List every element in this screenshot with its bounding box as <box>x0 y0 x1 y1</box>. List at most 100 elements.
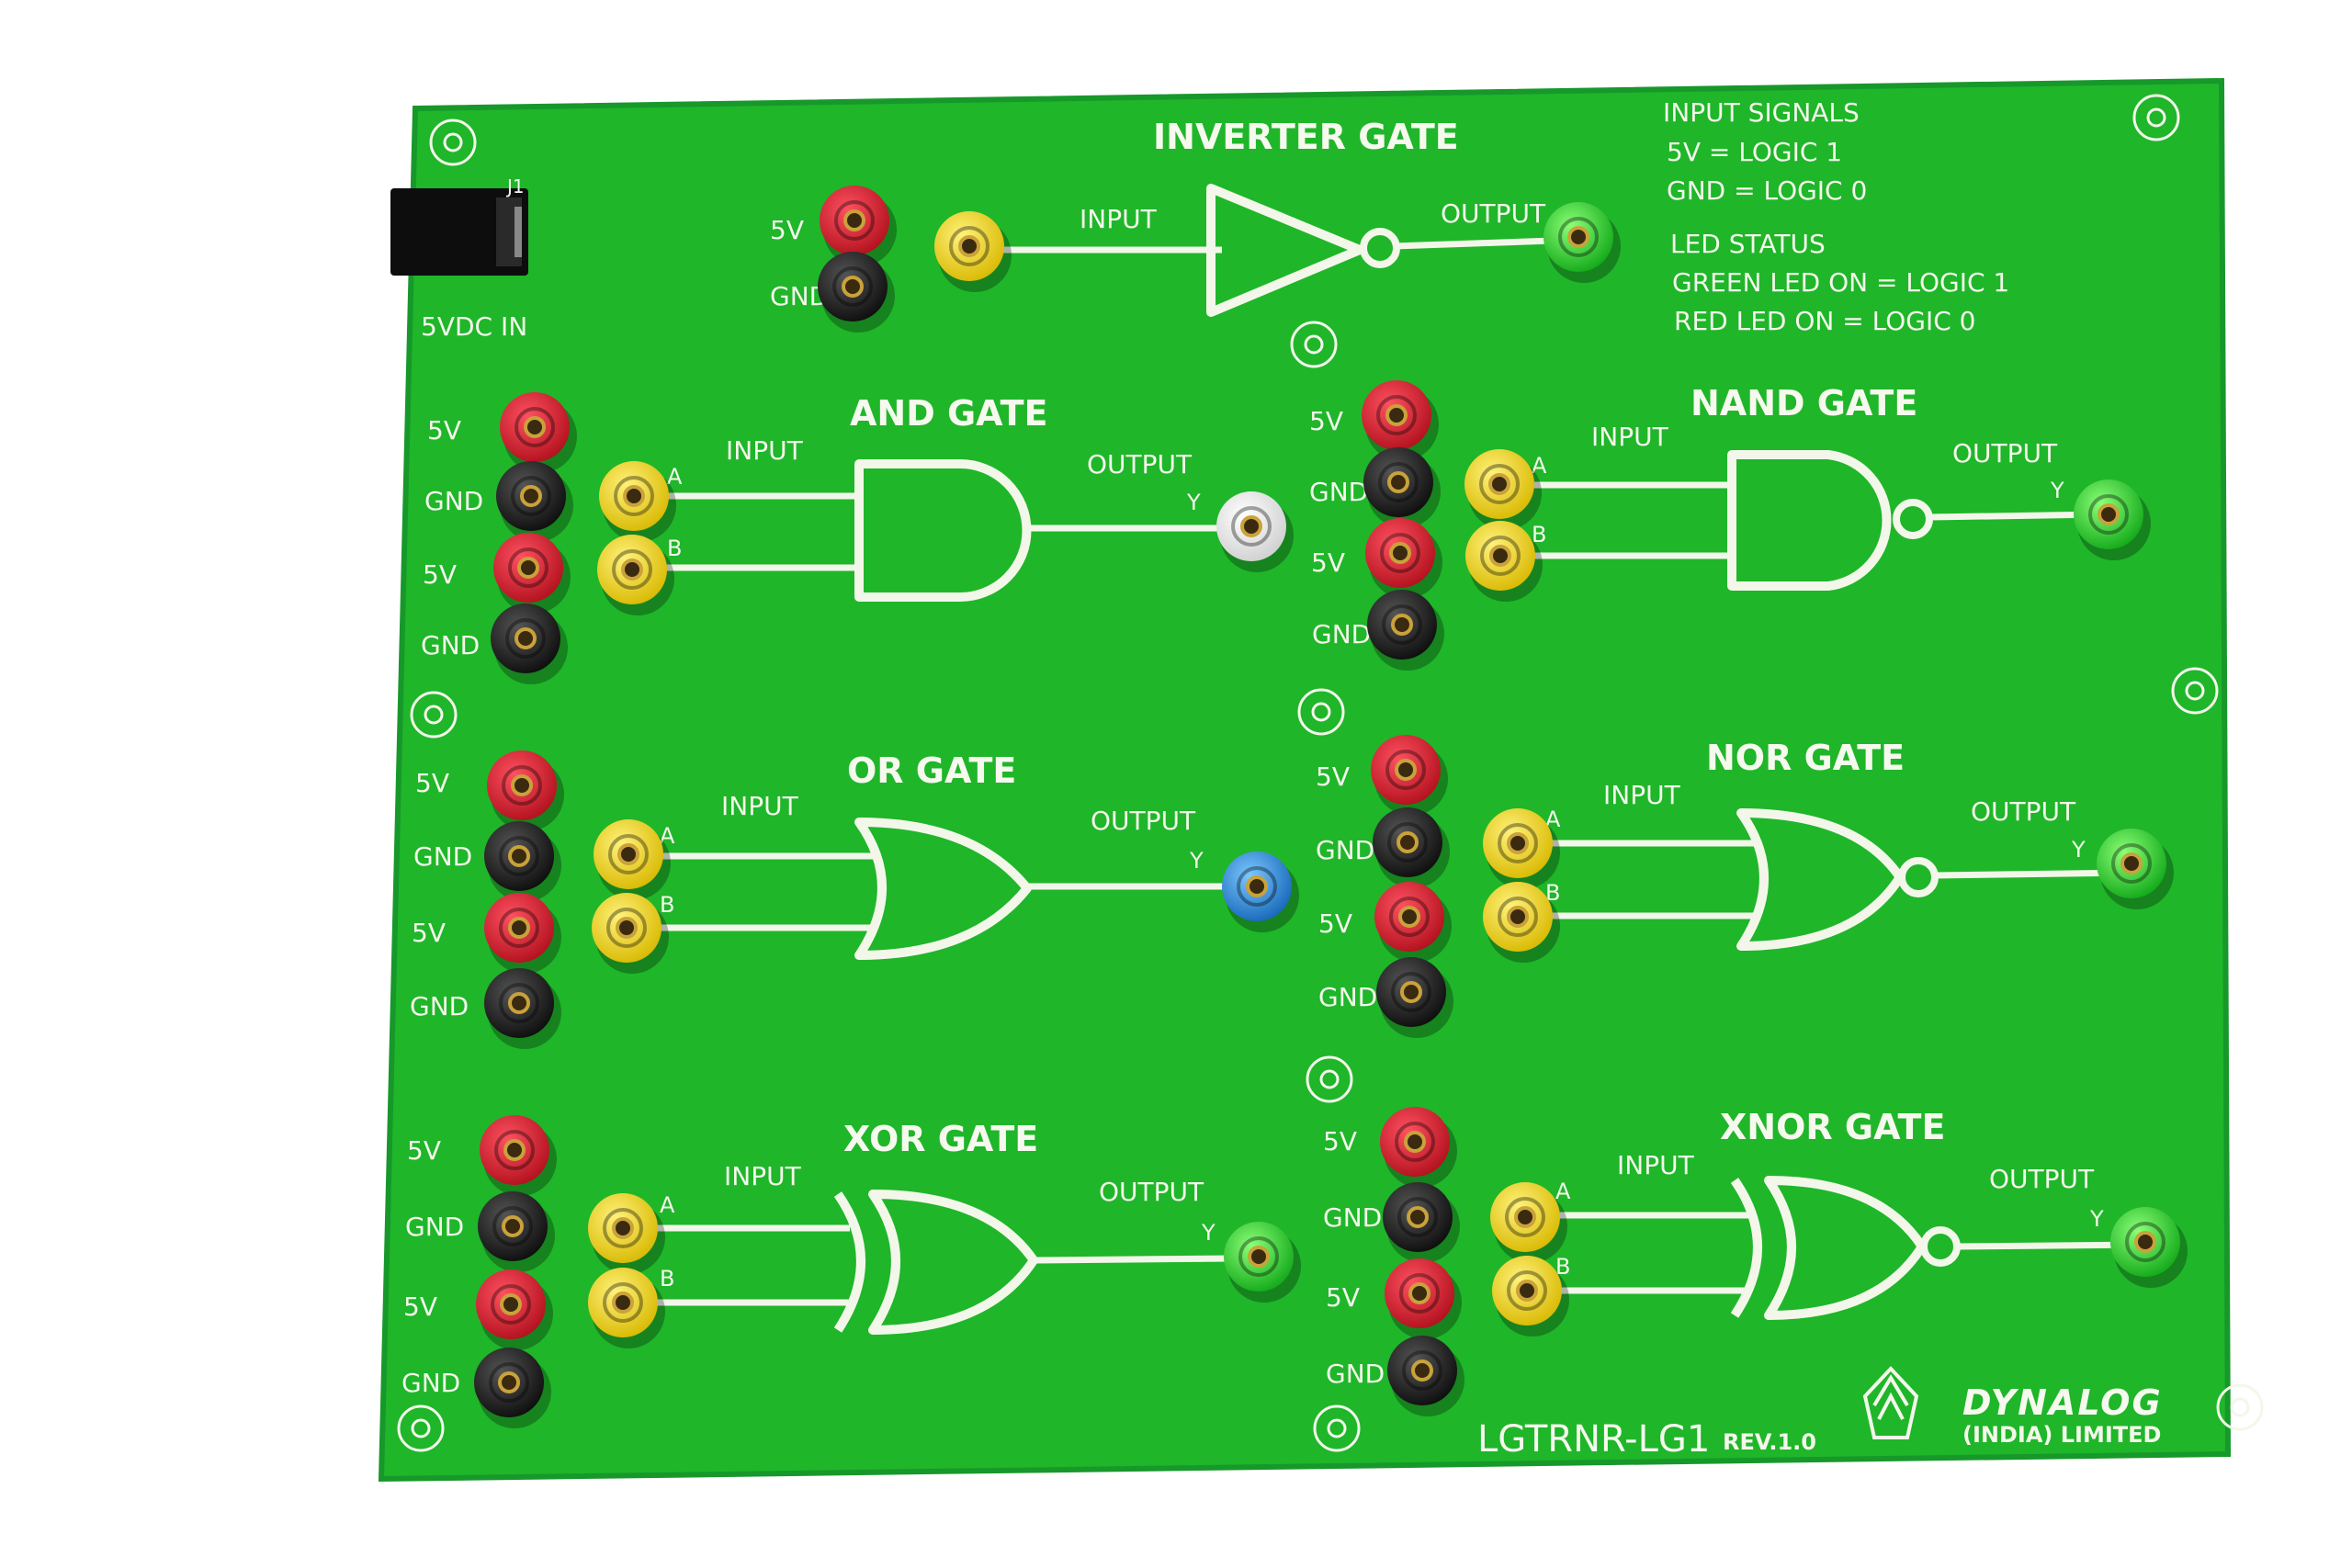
nor-5v-jack-1[interactable] <box>1371 735 1448 816</box>
and-input-a-jack[interactable] <box>599 461 676 542</box>
xnor-5v-jack-1[interactable] <box>1380 1107 1457 1188</box>
dc-power-jack[interactable] <box>390 188 528 276</box>
inv-5v-label: 5V <box>770 215 804 245</box>
inv-5v-jack[interactable] <box>820 186 897 266</box>
nor-5v-jack-2[interactable] <box>1374 882 1452 963</box>
or-gate-title: OR GATE <box>847 750 1016 791</box>
xnor-output-led[interactable] <box>2110 1207 2188 1288</box>
inverter-gate-title: INVERTER GATE <box>1153 117 1459 157</box>
inv-gnd-jack[interactable] <box>818 252 895 333</box>
or-5v-jack-1[interactable] <box>487 750 564 831</box>
nand-gnd-jack-2[interactable] <box>1367 590 1444 671</box>
inv-input-jack[interactable] <box>934 211 1012 292</box>
nor-b-label: B <box>1545 880 1560 906</box>
xnor-gnd-label-2: GND <box>1326 1359 1385 1389</box>
jack-label: 5VDC IN <box>421 311 527 342</box>
xor-output-label: OUTPUT <box>1099 1177 1204 1207</box>
right-power-labels: 5V GND 5V GND 5V GND 5V GND 5V GND 5V GN… <box>1309 406 1385 1389</box>
and-5v-jack-1[interactable] <box>500 392 577 473</box>
xnor-gnd-jack-1[interactable] <box>1383 1182 1460 1263</box>
xnor-gnd-jack-2[interactable] <box>1387 1336 1464 1416</box>
xnor-input-label: INPUT <box>1617 1150 1695 1180</box>
or-gnd-jack-1[interactable] <box>484 821 561 902</box>
and-gnd-jack-2[interactable] <box>491 604 568 684</box>
xor-output-led[interactable] <box>1224 1222 1301 1303</box>
nor-gnd-label-2: GND <box>1318 982 1377 1012</box>
xnor-input-b-jack[interactable] <box>1492 1256 1569 1337</box>
inv-input-label: INPUT <box>1080 204 1158 234</box>
and-5v-jack-2[interactable] <box>493 533 571 614</box>
and-input-b-jack[interactable] <box>597 535 674 615</box>
xor-input-a-jack[interactable] <box>588 1193 665 1274</box>
or-input-a-jack[interactable] <box>594 819 671 900</box>
xor-b-label: B <box>660 1266 674 1292</box>
and-b-label: B <box>667 536 682 561</box>
and-y-label: Y <box>1186 490 1201 515</box>
xor-gnd-label-2: GND <box>401 1368 460 1398</box>
nand-gnd-jack-1[interactable] <box>1363 447 1441 528</box>
nand-5v-jack-2[interactable] <box>1365 518 1442 599</box>
xor-y-label: Y <box>1201 1220 1216 1246</box>
nor-gnd-jack-2[interactable] <box>1376 957 1453 1038</box>
or-a-label: A <box>660 823 675 849</box>
nand-gnd-label-1: GND <box>1309 477 1368 507</box>
nand-input-a-jack[interactable] <box>1464 449 1542 530</box>
xnor-gate-section: XNOR GATE INPUT OUTPUT A B Y <box>1544 1107 2151 1320</box>
nand-gate-section: NAND GATE INPUT OUTPUT A B Y <box>1521 383 2105 591</box>
and-output-led[interactable] <box>1216 491 1294 572</box>
nor-input-label: INPUT <box>1603 780 1681 810</box>
nand-gate-title: NAND GATE <box>1690 383 1917 423</box>
xor-gate-section: XOR GATE INPUT OUTPUT A B Y <box>643 1119 1237 1335</box>
info-input-title: INPUT SIGNALS <box>1663 97 1860 128</box>
dynalog-logo-icon <box>1862 1366 1919 1439</box>
xor-input-b-jack[interactable] <box>588 1268 665 1348</box>
or-output-label: OUTPUT <box>1091 806 1196 836</box>
xor-gnd-label-1: GND <box>405 1212 464 1242</box>
nand-5v-label-1: 5V <box>1309 406 1343 436</box>
xor-5v-label-1: 5V <box>407 1135 441 1166</box>
or-input-label: INPUT <box>721 791 799 821</box>
left-power-labels: 5V GND 5V GND 5V GND 5V GND 5V GND 5V GN… <box>401 415 483 1398</box>
model-label: LGTRNR-LG1 <box>1477 1418 1710 1461</box>
xor-5v-jack-2[interactable] <box>476 1269 553 1350</box>
nand-input-b-jack[interactable] <box>1465 521 1543 602</box>
or-input-b-jack[interactable] <box>592 893 669 974</box>
inv-output-label: OUTPUT <box>1441 198 1546 229</box>
nor-output-led[interactable] <box>2097 829 2174 909</box>
pcb-shading <box>378 77 2232 1483</box>
or-gate-section: OR GATE INPUT OUTPUT A B Y <box>643 750 1231 960</box>
and-input-label: INPUT <box>726 435 804 466</box>
nor-output-label: OUTPUT <box>1971 796 2076 827</box>
xor-input-label: INPUT <box>724 1161 802 1191</box>
xor-gate-title: XOR GATE <box>843 1119 1038 1159</box>
inv-output-led[interactable] <box>1544 202 1621 283</box>
nor-input-b-jack[interactable] <box>1483 882 1560 963</box>
xnor-input-a-jack[interactable] <box>1490 1182 1567 1263</box>
nand-5v-jack-1[interactable] <box>1362 380 1439 461</box>
nor-5v-label-1: 5V <box>1316 761 1350 792</box>
jack-ref-label: J1 <box>505 175 525 197</box>
info-line4: RED LED ON = LOGIC 0 <box>1674 306 1975 336</box>
xor-5v-jack-1[interactable] <box>480 1115 557 1196</box>
xor-gnd-jack-1[interactable] <box>478 1191 555 1272</box>
and-gnd-jack-1[interactable] <box>496 461 573 542</box>
nand-y-label: Y <box>2050 478 2064 503</box>
maker-line2: (INDIA) LIMITED <box>1962 1422 2161 1448</box>
xnor-5v-jack-2[interactable] <box>1385 1258 1462 1339</box>
nand-output-led[interactable] <box>2074 479 2151 560</box>
xor-gnd-jack-2[interactable] <box>474 1348 551 1428</box>
and-output-label: OUTPUT <box>1087 449 1193 479</box>
xnor-a-label: A <box>1555 1179 1571 1204</box>
xnor-output-label: OUTPUT <box>1989 1164 2095 1194</box>
nor-gnd-jack-1[interactable] <box>1373 807 1450 888</box>
nor-input-a-jack[interactable] <box>1483 808 1560 889</box>
and-5v-label-1: 5V <box>427 415 461 446</box>
or-gnd-jack-2[interactable] <box>484 968 561 1049</box>
and-gate-section: AND GATE INPUT OUTPUT A B Y <box>657 393 1231 602</box>
or-5v-label-1: 5V <box>415 768 449 798</box>
or-output-led[interactable] <box>1222 852 1299 932</box>
nor-gnd-label-1: GND <box>1316 835 1374 865</box>
and-5v-label-2: 5V <box>423 559 457 590</box>
maker-name: DYNALOG <box>1962 1382 2163 1423</box>
or-5v-jack-2[interactable] <box>484 893 561 974</box>
